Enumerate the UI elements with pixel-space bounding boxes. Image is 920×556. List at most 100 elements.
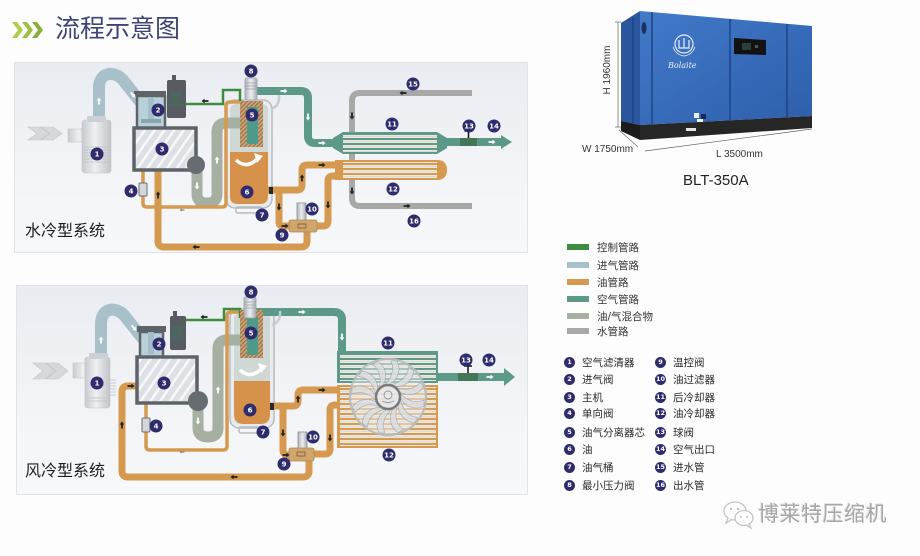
component-label: 进气阀 [582,373,614,386]
water-inlet-pipe [349,90,472,134]
oil-gas-mix-pipe [192,334,248,443]
coupling [188,391,208,411]
svg-text:16: 16 [409,218,419,226]
flow-arrow-icon [201,98,209,104]
marker-5: 5 [244,326,258,340]
svg-text:12: 12 [388,186,398,194]
fan-hub [374,383,402,411]
water-cooled-panel: 1 2 3 4 5 6 7 8 9 10 11 12 13 14 15 16 [14,62,528,253]
component-number-badge: 14 [655,443,666,455]
cabinet-badge-icon [694,113,706,122]
thermostatic-valve [288,447,315,462]
component-label: 空气出口 [673,443,715,456]
pipe-legend-item: 空气管路 [567,293,639,306]
dimension-height: H 1960mm [602,46,613,95]
marker-6: 6 [243,403,257,417]
page-title: 流程示意图 [55,14,181,43]
svg-text:1: 1 [95,151,100,159]
air-pipe [256,308,346,352]
oil-reservoir [230,152,268,204]
legend-label: 控制管路 [597,241,639,254]
component-label: 进水管 [673,461,705,474]
flow-arrow-icon [179,208,185,212]
marker-8: 8 [244,64,258,78]
legend-swatch [567,313,589,319]
marker-2: 2 [151,103,165,117]
oil-cooler [335,160,447,180]
svg-text:7: 7 [261,429,266,437]
svg-text:4: 4 [154,423,159,431]
component-number-badge: 4 [564,407,575,419]
svg-text:13: 13 [464,123,474,131]
panel-seams [632,12,788,124]
water-outlet-pipe [349,179,472,209]
component-number-badge: 13 [655,426,666,438]
component-label: 出水管 [673,479,705,492]
air-cooled-diagram: 1 2 3 4 5 6 7 8 9 10 11 12 13 14 [32,285,515,481]
chevron-icon [12,22,23,38]
legend-label: 水管路 [597,325,629,338]
marker-13: 13 [459,353,473,367]
component-label: 最小压力阀 [582,479,635,492]
dimension-lines [615,21,813,152]
fan-hub-logo-icon [381,390,395,403]
marker-5: 5 [245,108,259,122]
intake-air-arrow-icon [27,126,63,141]
cabinet-front [640,11,812,125]
legend-swatch [567,244,589,250]
svg-text:14: 14 [484,357,494,365]
chevron-icon [22,22,33,38]
tank-outlet-valve [269,187,273,194]
side-vent [641,22,647,34]
air-filter [67,116,112,174]
watermark-text: 博莱特压缩机 [758,502,887,526]
cabinet-side [621,11,640,125]
svg-text:6: 6 [245,189,250,197]
svg-text:2: 2 [157,341,162,349]
check-valve [138,182,148,197]
water-cooled-label: 水冷型系统 [25,221,106,240]
svg-text:3: 3 [162,380,167,388]
legend-label: 油管路 [597,276,629,289]
valve-actuator [167,75,186,118]
svg-text:10: 10 [307,206,317,214]
component-number-badge: 11 [655,391,666,403]
sight-tube [270,94,281,111]
svg-text:12: 12 [384,452,394,460]
product-illustration: Bolaite H 1960mm W 1750mm L 3500mm BLT-3… [582,11,813,189]
svg-text:9: 9 [282,461,287,469]
marker-11: 11 [385,117,399,131]
sight-tube [271,310,282,327]
marker-1: 1 [90,376,104,390]
oil-scavenge-line [144,310,243,452]
component-label: 油气桶 [582,461,614,474]
oil-return-line [118,382,313,481]
legend-label: 进气管路 [597,259,639,272]
component-label: 单向阀 [582,407,614,420]
marker-3: 3 [155,142,169,156]
oil-filter [296,202,307,223]
svg-text:5: 5 [249,330,254,338]
swirl-arrow-icon [234,153,263,167]
intake-pipe [93,67,147,120]
brand-script: Bolaite [667,61,697,70]
component-number-badge: 5 [564,426,575,438]
cooling-fan [348,357,428,437]
chevron-icon [32,22,43,38]
triple-chevron-right-icon [12,22,43,38]
water-cooled-diagram: 1 2 3 4 5 6 7 8 9 10 11 12 13 14 15 16 [27,64,512,251]
base-slot [686,128,696,131]
marker-3: 3 [157,376,171,390]
component-label: 油 [582,443,593,456]
component-item: 14 空气出口 [655,442,715,456]
svg-text:11: 11 [387,121,397,129]
cabinet-side-base [621,121,640,140]
min-pressure-valve [243,296,257,319]
svg-text:11: 11 [383,340,393,348]
